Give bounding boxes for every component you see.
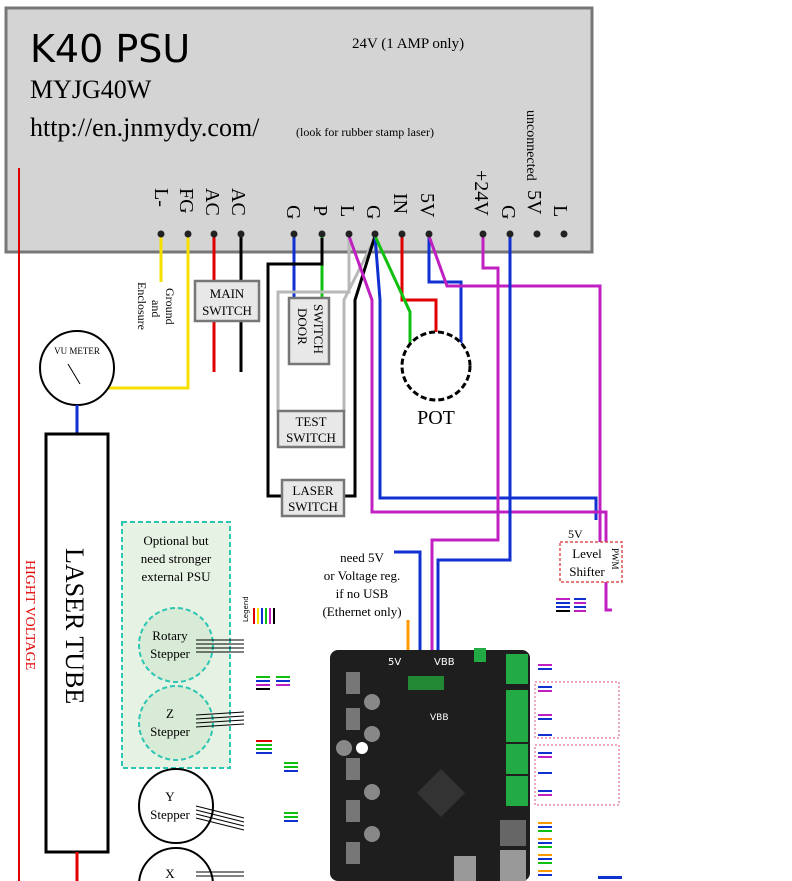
- enclosure-label: Enclosure: [135, 282, 149, 330]
- terminal-label-5v-unc: 5V: [523, 190, 545, 215]
- wire-black-laser2: [344, 235, 377, 498]
- level-pwm: PWM: [610, 548, 620, 570]
- test-switch: [276, 409, 346, 449]
- terminal-dots: [157, 230, 568, 238]
- wire-blue-need5v: [394, 550, 422, 660]
- need5v-line4: (Ethernet only): [322, 604, 401, 619]
- terminal-label-l-minus: L-: [150, 188, 172, 207]
- z-stepper: [138, 685, 214, 761]
- terminal-label-g3: G: [497, 205, 519, 219]
- vu-needle: [67, 363, 81, 385]
- terminal-label-p: P: [309, 205, 331, 216]
- x-line1: X: [165, 866, 175, 881]
- test-switch-line2: SWITCH: [286, 430, 336, 445]
- wire-blue-board: [436, 234, 512, 660]
- terminal-label-g1: G: [282, 205, 304, 219]
- x-stepper: [138, 847, 214, 881]
- rotary-line1: Rotary: [152, 628, 188, 643]
- rotary-stepper: [138, 607, 214, 683]
- psu-title: K40 PSU: [30, 27, 190, 71]
- board-vbb-label: VBB: [434, 657, 455, 668]
- laser-switch-line2: SWITCH: [288, 499, 338, 514]
- board-right-connectors: [538, 664, 622, 879]
- level-line1: Level: [572, 546, 602, 561]
- terminal-label-fg: FG: [175, 188, 197, 214]
- test-switch-line1: TEST: [295, 414, 326, 429]
- need5v-line3: if no USB: [336, 586, 389, 601]
- z-line1: Z: [166, 706, 174, 721]
- terminal-label-24v: +24V: [470, 170, 492, 216]
- level-shifter: [559, 541, 623, 583]
- wire-gray-test: [276, 234, 351, 412]
- stepper-wires: [195, 639, 245, 877]
- rotary-line2: Stepper: [150, 646, 190, 661]
- terminal-label-l: L: [336, 205, 358, 217]
- vu-meter-label: VU METER: [54, 346, 100, 356]
- main-switch-line1: MAIN: [210, 286, 245, 301]
- optional-line3: external PSU: [142, 569, 212, 584]
- ground-label: Ground: [163, 288, 177, 325]
- wire-magenta-5v: [427, 235, 602, 548]
- terminal-label-ac1: AC: [201, 188, 223, 216]
- psu-box: [4, 6, 594, 254]
- note-box-power2: [534, 681, 620, 739]
- level-5v: 5V: [568, 527, 583, 541]
- legend-swatches: [253, 608, 275, 624]
- board-left-connectors: [256, 676, 298, 822]
- door-switch-line1: DOOR: [295, 308, 310, 345]
- terminal-label-g2: G: [362, 205, 384, 219]
- board-vbb2-label: VBB: [430, 713, 449, 723]
- y-line2: Stepper: [150, 807, 190, 822]
- need5v-line1: need 5V: [340, 550, 384, 565]
- door-switch: [287, 296, 331, 366]
- laser-switch: [280, 478, 346, 518]
- wire-magenta-l: [347, 235, 612, 612]
- board-5v-label: 5V: [388, 657, 401, 668]
- terminal-label-5v: 5V: [416, 193, 438, 218]
- wire-yellow-vu: [106, 234, 190, 390]
- laser-switch-line1: LASER: [292, 483, 334, 498]
- psu-rating: 24V (1 AMP only): [352, 36, 464, 52]
- controller-board: [330, 650, 530, 881]
- optional-line2: need stronger: [141, 551, 212, 566]
- level-line2: Shifter: [569, 564, 605, 579]
- main-switch-line2: SWITCH: [202, 303, 252, 318]
- optional-line1: Optional but: [143, 533, 209, 548]
- door-switch-line2: SWITCH: [311, 304, 326, 354]
- level-connector-stripes: [556, 598, 586, 612]
- main-switch: [193, 279, 261, 323]
- z-line2: Stepper: [150, 724, 190, 739]
- wire-gray-test2: [342, 237, 377, 412]
- pot-label: POT: [417, 407, 455, 429]
- y-stepper: [138, 768, 214, 844]
- high-voltage-label: HIGHT VOLTAGE: [22, 560, 37, 670]
- and-label: and: [149, 300, 163, 317]
- psu-url: http://en.jnmydy.com/: [30, 113, 260, 142]
- psu-unconnected: unconnected: [523, 110, 538, 181]
- note-box-power1: [534, 744, 620, 806]
- terminal-label-ac2: AC: [227, 188, 249, 216]
- laser-tube-label: LASER TUBE: [60, 548, 89, 704]
- wire-black-laser: [266, 238, 324, 498]
- terminal-label-l-unc: L: [549, 205, 571, 217]
- wire-magenta-24v: [430, 234, 500, 660]
- legend-title: Legend: [242, 596, 250, 622]
- need5v-line2: or Voltage reg.: [324, 568, 400, 583]
- y-line1: Y: [165, 789, 175, 804]
- terminal-label-in: IN: [389, 193, 411, 214]
- wire-blue-level: [373, 235, 598, 520]
- pot-knob: [400, 330, 472, 402]
- psu-url-note: (look for rubber stamp laser): [296, 125, 434, 139]
- board-components: [336, 648, 528, 881]
- vu-meter: [39, 330, 115, 406]
- psu-model: MYJG40W: [30, 75, 152, 104]
